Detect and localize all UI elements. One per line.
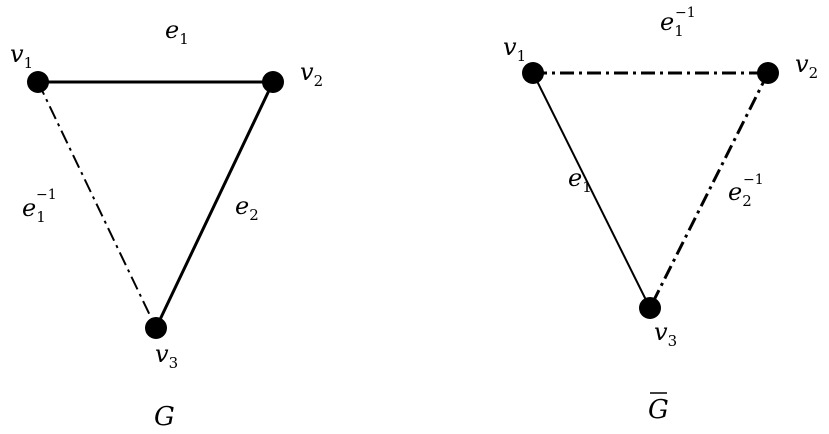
vertex-v3 xyxy=(639,297,661,319)
edge-v2-v3 xyxy=(154,81,275,329)
vertex-label-v2: v2 xyxy=(795,50,818,82)
vertex-v2 xyxy=(262,71,284,93)
graph-name-g: G xyxy=(154,402,175,432)
edge-label-v2-v3-sup: −1 xyxy=(743,172,764,188)
edge-label-v1-v3: e1 xyxy=(22,194,46,226)
edge-v2-v3 xyxy=(648,72,770,309)
graph-g: v1 v2 v3 e1 e2 e1 −1 G xyxy=(10,16,323,432)
vertex-label-v1: v1 xyxy=(503,33,526,65)
graph-name-g-bar: G xyxy=(648,395,669,425)
edge-label-v2-v3: e2 xyxy=(235,192,259,224)
edge-label-v1-v2-sup: −1 xyxy=(675,5,696,21)
edge-label-v1-v2: e1 xyxy=(165,16,189,48)
edge-label-v1-v2: e1 xyxy=(660,8,684,40)
vertex-v3 xyxy=(145,317,167,339)
vertex-label-v3: v3 xyxy=(155,340,178,372)
vertex-label-v2: v2 xyxy=(300,58,323,90)
edge-label-v1-v3-sup: −1 xyxy=(36,187,57,203)
vertex-label-v1: v1 xyxy=(10,40,33,72)
edge-label-v1-v3: e1 xyxy=(568,164,592,196)
vertex-v1 xyxy=(27,71,49,93)
vertex-v1 xyxy=(522,62,544,84)
edge-v1-v3 xyxy=(532,72,651,309)
vertex-v2 xyxy=(757,62,779,84)
edge-label-v2-v3: e2 xyxy=(728,178,752,210)
edge-v1-v3 xyxy=(37,81,157,329)
graph-g-bar: v1 v2 v3 e1 −1 e1 e2 −1 G xyxy=(503,5,818,425)
vertex-label-v3: v3 xyxy=(654,318,677,350)
